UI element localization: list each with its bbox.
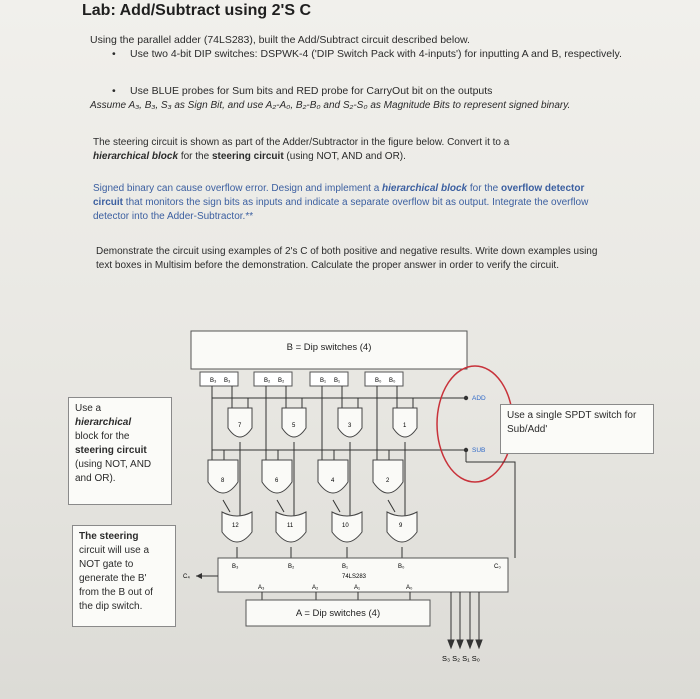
- chip-a3: A₃: [258, 585, 265, 591]
- steering-text-b4: (using NOT, AND and OR).: [283, 151, 406, 162]
- b-pin-1: B₃: [224, 378, 231, 384]
- overflow-text-b: hierarchical block: [382, 183, 468, 194]
- chip-a1: A₁: [354, 585, 360, 591]
- steering-paragraph: The steering circuit is shown as part of…: [93, 136, 613, 164]
- gate-mid-2-num: 6: [275, 478, 279, 484]
- chip-b1: B₁: [342, 564, 348, 570]
- b-pin-5: B₁: [334, 378, 340, 384]
- note-steer-line-4: generate the B': [79, 573, 147, 584]
- overflow-text-c: for the: [467, 183, 501, 194]
- gate-mid-1-num: 8: [221, 478, 225, 484]
- steering-text-b2: for the: [178, 151, 212, 162]
- note-hier-line-2: hierarchical: [75, 417, 132, 428]
- gate-upper-1-num: 7: [238, 423, 242, 429]
- b-pin-2: B₂: [264, 378, 271, 384]
- a-dip-box: [245, 599, 431, 627]
- b-pin-3: B₂: [278, 378, 285, 384]
- gate-mid-4-num: 2: [386, 478, 390, 484]
- note-steer-line-1: The steering: [79, 531, 139, 542]
- gate-upper-4-num: 1: [403, 423, 407, 429]
- sum-output-labels: S₃ S₂ S₁ S₀: [442, 654, 480, 663]
- intro-text: Using the parallel adder (74LS283), buil…: [90, 34, 470, 46]
- chip-b2: B₂: [288, 564, 295, 570]
- overflow-text-d: overflow detector circuit: [93, 183, 585, 208]
- gate-upper-3-num: 3: [348, 423, 352, 429]
- steering-text-b3: steering circuit: [211, 151, 284, 162]
- lower-gates: [221, 511, 418, 543]
- bullet-dip: •Use two 4-bit DIP switches: DSPWK-4 ('D…: [112, 48, 622, 60]
- b-pin-7: B₀: [389, 378, 396, 384]
- c4-label: C₄: [183, 574, 190, 580]
- hierarchical-block-note: Use a hierarchical block for the steerin…: [68, 397, 172, 505]
- note-hier-line-1: Use a: [75, 403, 102, 414]
- adder-chip: [217, 557, 509, 593]
- gate-mid-3-num: 4: [331, 478, 335, 484]
- b-pin-row: B₃ B₃ B₂ B₂ B₁ B₁ B₀ B₀: [199, 371, 404, 387]
- sum-outputs: [447, 592, 483, 650]
- b-pin-4: B₁: [320, 378, 326, 384]
- note-hier-line-6: and OR).: [75, 473, 116, 484]
- gate-low-2-num: 11: [287, 523, 294, 529]
- chip-a0: A₀: [406, 585, 413, 591]
- chip-b0: B₀: [398, 564, 405, 570]
- gate-upper-2-num: 5: [292, 423, 296, 429]
- chip-name: 74LS283: [342, 574, 367, 580]
- gate-low-3-num: 10: [342, 523, 349, 529]
- note-hier-line-5: (using NOT, AND: [75, 459, 152, 470]
- overflow-paragraph: Signed binary can cause overflow error. …: [93, 182, 613, 224]
- b-dip-label: B = Dip switches (4): [287, 342, 372, 353]
- page-title: Lab: Add/Subtract using 2'S C: [82, 2, 311, 19]
- gate-low-4-num: 9: [399, 523, 403, 529]
- steering-text-b1: hierarchical block: [93, 151, 179, 162]
- note-steer-line-6: the dip switch.: [79, 601, 143, 612]
- bullet-probes-text: Use BLUE probes for Sum bits and RED pro…: [130, 85, 493, 97]
- note-hier-line-3: block for the: [75, 431, 130, 442]
- note-steer-line-5: from the B out of: [79, 587, 153, 598]
- steering-note: The steering circuit will use a NOT gate…: [72, 525, 176, 627]
- note-steer-line-3: NOT gate to: [79, 559, 134, 570]
- note-hier-line-4: steering circuit: [75, 445, 147, 456]
- middle-gates: [207, 459, 404, 494]
- sub-label: SUB: [472, 447, 485, 454]
- add-label: ADD: [472, 395, 486, 402]
- assume-text: Assume A₃, B₃, S₃ as Sign Bit, and use A…: [90, 100, 571, 111]
- b-pin-6: B₀: [375, 378, 382, 384]
- chip-a2: A₂: [312, 585, 319, 591]
- spdt-note: Use a single SPDT switch for Sub/Add': [500, 404, 654, 454]
- chip-b3: B₃: [232, 564, 239, 570]
- a-dip-label: A = Dip switches (4): [296, 608, 380, 619]
- b-dip-box: [190, 330, 468, 370]
- steering-text-a: The steering circuit is shown as part of…: [93, 137, 510, 148]
- bullet-probes: •Use BLUE probes for Sum bits and RED pr…: [112, 85, 493, 97]
- chip-c0-label: C₀: [494, 564, 501, 570]
- b-pin-0: B₃: [210, 378, 217, 384]
- note-steer-line-2: circuit will use a: [79, 545, 150, 556]
- demo-paragraph: Demonstrate the circuit using examples o…: [96, 246, 598, 271]
- overflow-text-a: Signed binary can cause overflow error. …: [93, 183, 383, 194]
- overflow-text-e: that monitors the sign bits as inputs an…: [93, 197, 589, 222]
- bullet-dip-text: Use two 4-bit DIP switches: DSPWK-4 ('DI…: [130, 48, 622, 60]
- gate-low-1-num: 12: [232, 523, 239, 529]
- upper-gates: [227, 407, 418, 438]
